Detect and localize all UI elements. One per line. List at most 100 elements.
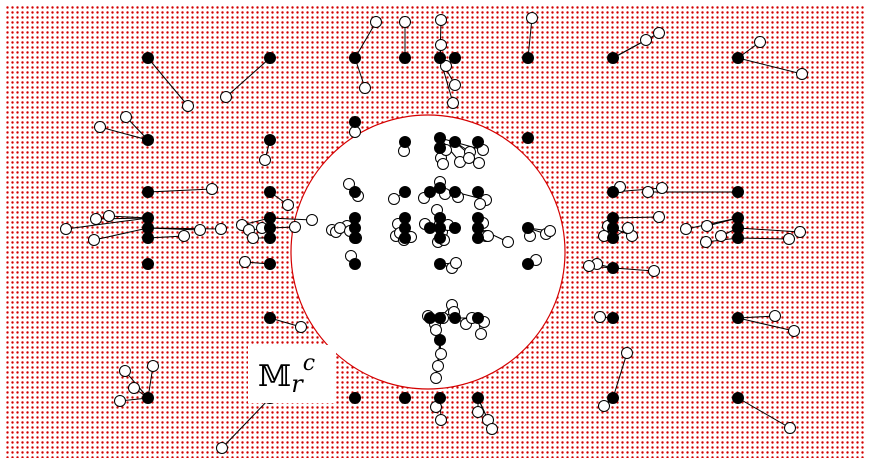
hollow-point [306,214,318,226]
filled-point [399,52,411,64]
filled-point [424,222,436,234]
hollow-point [526,12,538,24]
displacement-link [737,57,803,75]
hollow-point [502,236,514,248]
filled-point [732,212,744,224]
hollow-point [90,213,102,225]
hollow-point [474,198,486,210]
hollow-point [449,79,461,91]
hollow-point [220,91,232,103]
filled-point [142,232,154,244]
filled-point [399,392,411,404]
hollow-point [437,158,449,170]
hollow-point [544,225,556,237]
hollow-point [399,16,411,28]
hollow-point [794,226,806,238]
hollow-point [701,220,713,232]
hollow-point [783,233,795,245]
filled-point [732,232,744,244]
filled-point [349,116,361,128]
hollow-point [430,324,442,336]
displacement-link [147,57,189,107]
hollow-point [475,328,487,340]
hollow-point [182,100,194,112]
hollow-point [334,222,346,234]
hollow-point [359,82,371,94]
displacement-link [225,57,271,98]
hollow-point [653,27,665,39]
filled-point [472,232,484,244]
hollow-point [247,232,259,244]
displacement-link [147,227,222,230]
hollow-point [435,348,447,360]
hollow-point [653,211,665,223]
filled-point [264,258,276,270]
hollow-point [282,199,294,211]
label-sup: c [303,351,315,376]
displacement-link [612,267,655,272]
displacement-link [737,227,801,233]
filled-point [142,186,154,198]
hollow-point [769,310,781,322]
filled-point [424,312,436,324]
filled-point [732,222,744,234]
hollow-point [60,223,72,235]
filled-point [142,212,154,224]
displacement-link [147,188,213,193]
window-circle [290,114,566,390]
hollow-point [486,423,498,435]
hollow-point [788,325,800,337]
filled-point [472,212,484,224]
hollow-point [648,265,660,277]
filled-point [607,262,619,274]
hollow-point [432,360,444,372]
filled-point [264,212,276,224]
filled-point [399,222,411,234]
filled-point [607,392,619,404]
hollow-point [680,223,692,235]
filled-point [434,142,446,154]
filled-point [399,232,411,244]
filled-point [522,258,534,270]
filled-point [449,186,461,198]
filled-point [434,52,446,64]
hollow-point [128,382,140,394]
filled-point [349,232,361,244]
hollow-point [463,152,475,164]
displacement-link [612,352,628,399]
filled-point [607,52,619,64]
hollow-point [206,183,218,195]
displacement-link [527,17,533,59]
filled-point [732,52,744,64]
hollow-point [450,257,462,269]
filled-point [522,222,534,234]
filled-point [472,136,484,148]
hollow-point [621,347,633,359]
filled-point [399,136,411,148]
filled-point [434,182,446,194]
filled-point [349,52,361,64]
filled-point [264,312,276,324]
displacement-link [737,317,795,332]
displacement-link [269,217,313,221]
filled-point [732,186,744,198]
hollow-point [447,97,459,109]
label-sub: r [291,370,304,398]
filled-point [264,222,276,234]
filled-point [434,232,446,244]
hollow-point [482,230,494,242]
filled-point [142,134,154,146]
displacement-link [93,227,149,241]
label-main: 𝕄 [258,359,291,394]
displacement-link [737,237,790,240]
hollow-point [473,157,485,169]
filled-point [449,136,461,148]
hollow-point [594,311,606,323]
hollow-point [215,223,227,235]
filled-point [142,52,154,64]
hollow-point [370,16,382,28]
hollow-point [114,395,126,407]
hollow-point [435,14,447,26]
filled-point [434,132,446,144]
